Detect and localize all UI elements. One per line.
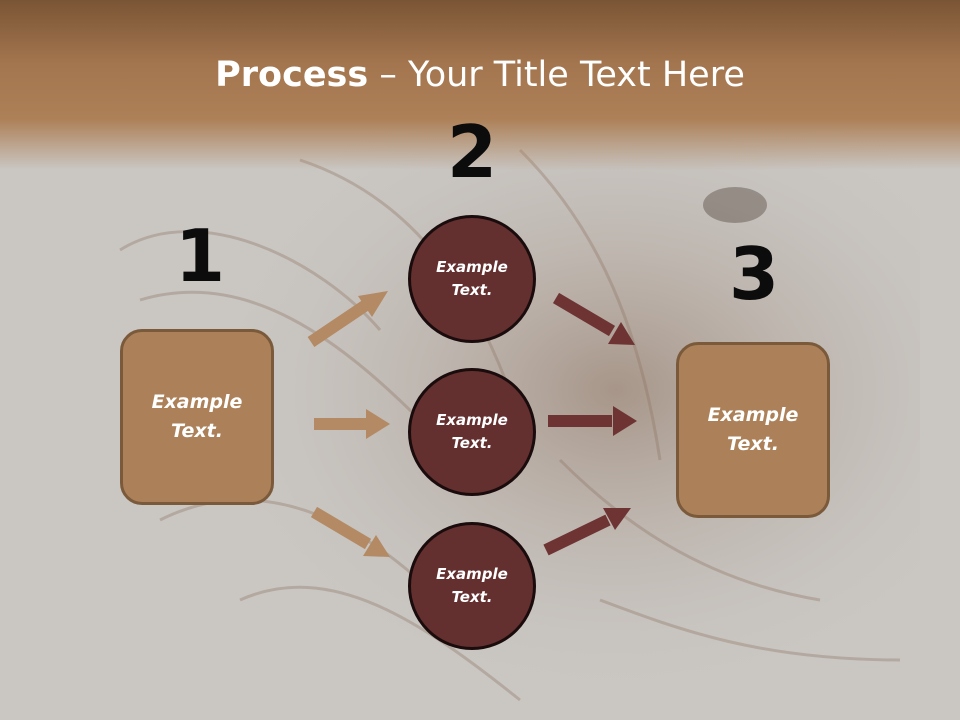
arrow-right-upper <box>552 292 635 345</box>
right-box: Example Text. <box>676 342 830 518</box>
left-box-line2: Text. <box>171 420 223 442</box>
slide-title: Process – Your Title Text Here <box>0 50 960 100</box>
circle-middle-line2: Text. <box>451 434 493 452</box>
arrow-right-middle <box>548 406 637 436</box>
circle-top-line1: Example <box>436 258 508 276</box>
circle-bottom: Example Text. <box>408 522 536 650</box>
arrow-left-middle <box>314 409 390 439</box>
left-box-line1: Example <box>151 391 243 413</box>
circle-bottom-line1: Example <box>436 565 508 583</box>
circle-top-line2: Text. <box>451 281 493 299</box>
circle-top: Example Text. <box>408 215 536 343</box>
arrow-right-lower <box>543 508 631 556</box>
title-band <box>0 0 960 170</box>
step-number-1: 1 <box>174 214 226 298</box>
circle-bottom-line2: Text. <box>451 588 493 606</box>
step-number-3: 3 <box>728 232 780 316</box>
step-number-2: 2 <box>446 110 498 194</box>
circle-middle: Example Text. <box>408 368 536 496</box>
circle-middle-line1: Example <box>436 411 508 429</box>
right-box-line1: Example <box>707 404 799 426</box>
title-bold: Process <box>215 55 369 95</box>
left-box: Example Text. <box>120 329 274 505</box>
arrow-left-lower <box>310 506 390 557</box>
arrow-left-upper <box>307 291 388 347</box>
title-rest: – Your Title Text Here <box>368 55 745 95</box>
right-box-line2: Text. <box>727 433 779 455</box>
